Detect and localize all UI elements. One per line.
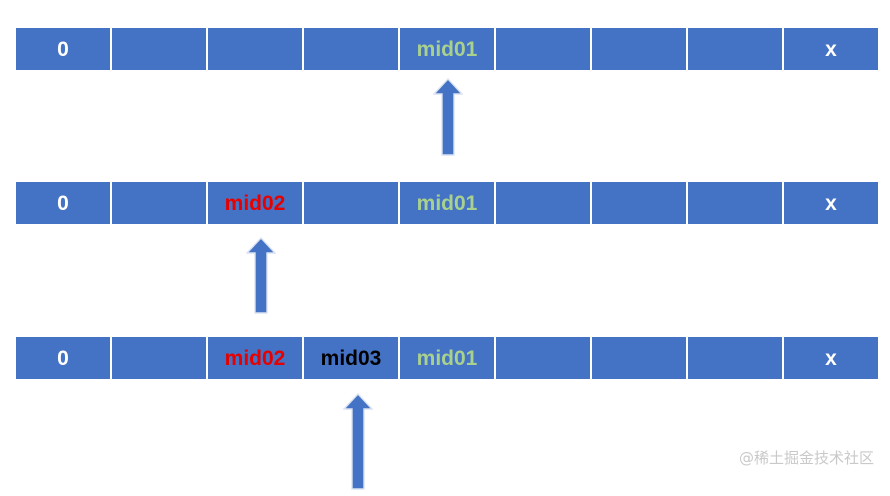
array-cell-mid01: mid01 bbox=[400, 337, 494, 379]
array-cell bbox=[304, 182, 398, 224]
array-cell bbox=[592, 182, 686, 224]
array-cell: 0 bbox=[16, 28, 110, 70]
up-arrow-icon-mid02 bbox=[246, 237, 276, 314]
array-cell-mid01: mid01 bbox=[400, 182, 494, 224]
array-cell bbox=[496, 337, 590, 379]
array-cell: x bbox=[784, 182, 878, 224]
array-cell: x bbox=[784, 337, 878, 379]
array-cell bbox=[496, 28, 590, 70]
array-cell bbox=[208, 28, 302, 70]
array-row-1: 0 mid01 x bbox=[16, 28, 878, 70]
up-arrow-icon-mid01 bbox=[433, 78, 463, 156]
array-cell bbox=[496, 182, 590, 224]
array-cell bbox=[112, 28, 206, 70]
array-cell bbox=[112, 182, 206, 224]
array-cell bbox=[112, 337, 206, 379]
array-cell bbox=[592, 28, 686, 70]
watermark-text: @稀土掘金技术社区 bbox=[738, 449, 874, 467]
array-row-3: 0 mid02 mid03 mid01 x bbox=[16, 337, 878, 379]
array-cell bbox=[688, 337, 782, 379]
array-cell bbox=[688, 28, 782, 70]
array-cell bbox=[688, 182, 782, 224]
array-cell bbox=[592, 337, 686, 379]
array-cell: 0 bbox=[16, 337, 110, 379]
array-cell: 0 bbox=[16, 182, 110, 224]
array-cell-mid03: mid03 bbox=[304, 337, 398, 379]
array-cell bbox=[304, 28, 398, 70]
array-cell-mid02: mid02 bbox=[208, 337, 302, 379]
array-row-2: 0 mid02 mid01 x bbox=[16, 182, 878, 224]
array-cell-mid02: mid02 bbox=[208, 182, 302, 224]
array-cell: x bbox=[784, 28, 878, 70]
up-arrow-icon-mid03 bbox=[343, 393, 373, 490]
array-cell-mid01: mid01 bbox=[400, 28, 494, 70]
